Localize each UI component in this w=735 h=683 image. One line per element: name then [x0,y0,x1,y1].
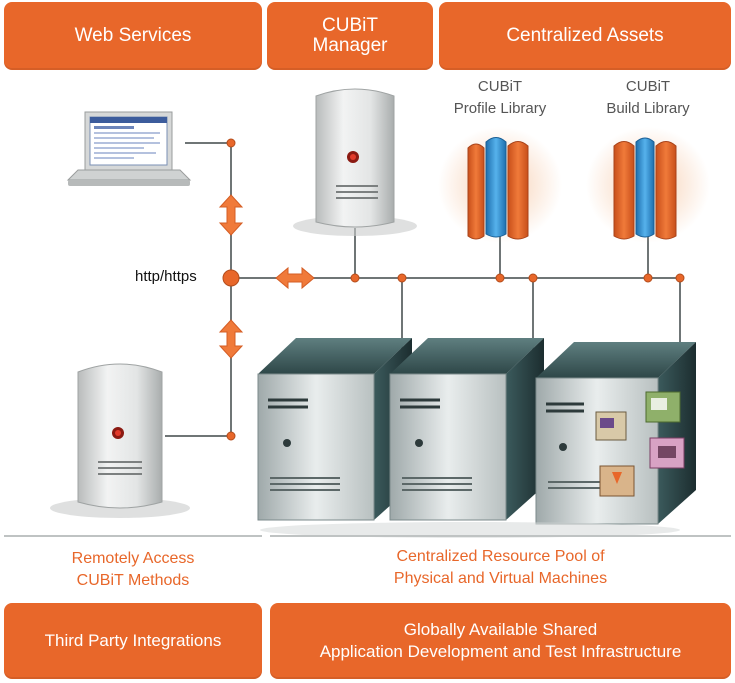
physical-server-1-icon [257,338,412,521]
header-web-services-label: Web Services [74,25,192,46]
header-centralized-assets: Centralized Assets [439,2,731,70]
build-library-label: CUBiT Build Library [606,78,690,117]
header-centralized-assets-label: Centralized Assets [506,25,664,46]
network-nodes [222,138,685,441]
double-arrow-icon [218,194,315,359]
virtual-server-host-icon [535,342,696,525]
manager-server-icon [293,88,417,236]
footer-third-party-label: Third Party Integrations [44,631,222,650]
header-web-services: Web Services [4,2,262,70]
caption-remote-access: Remotely Access CUBiT Methods [71,550,195,589]
profile-library-label: CUBiT Profile Library [453,78,547,117]
header-cubit-manager-label: CUBiT Manager [312,15,388,56]
footer-third-party: Third Party Integrations [4,603,262,679]
profile-library-books-icon [438,127,562,243]
header-cubit-manager: CUBiT Manager [267,2,433,70]
footer-infrastructure: Globally Available Shared Application De… [270,603,731,679]
footer-infrastructure-label: Globally Available Shared Application De… [319,620,682,661]
caption-resource-pool: Centralized Resource Pool of Physical an… [393,548,608,587]
laptop-icon [66,111,192,186]
physical-server-2-icon [389,338,544,521]
virtual-machine-boxes-icon [595,391,685,497]
protocol-label: http/https [135,268,197,285]
build-library-books-icon [586,127,710,243]
remote-server-icon [50,363,190,518]
